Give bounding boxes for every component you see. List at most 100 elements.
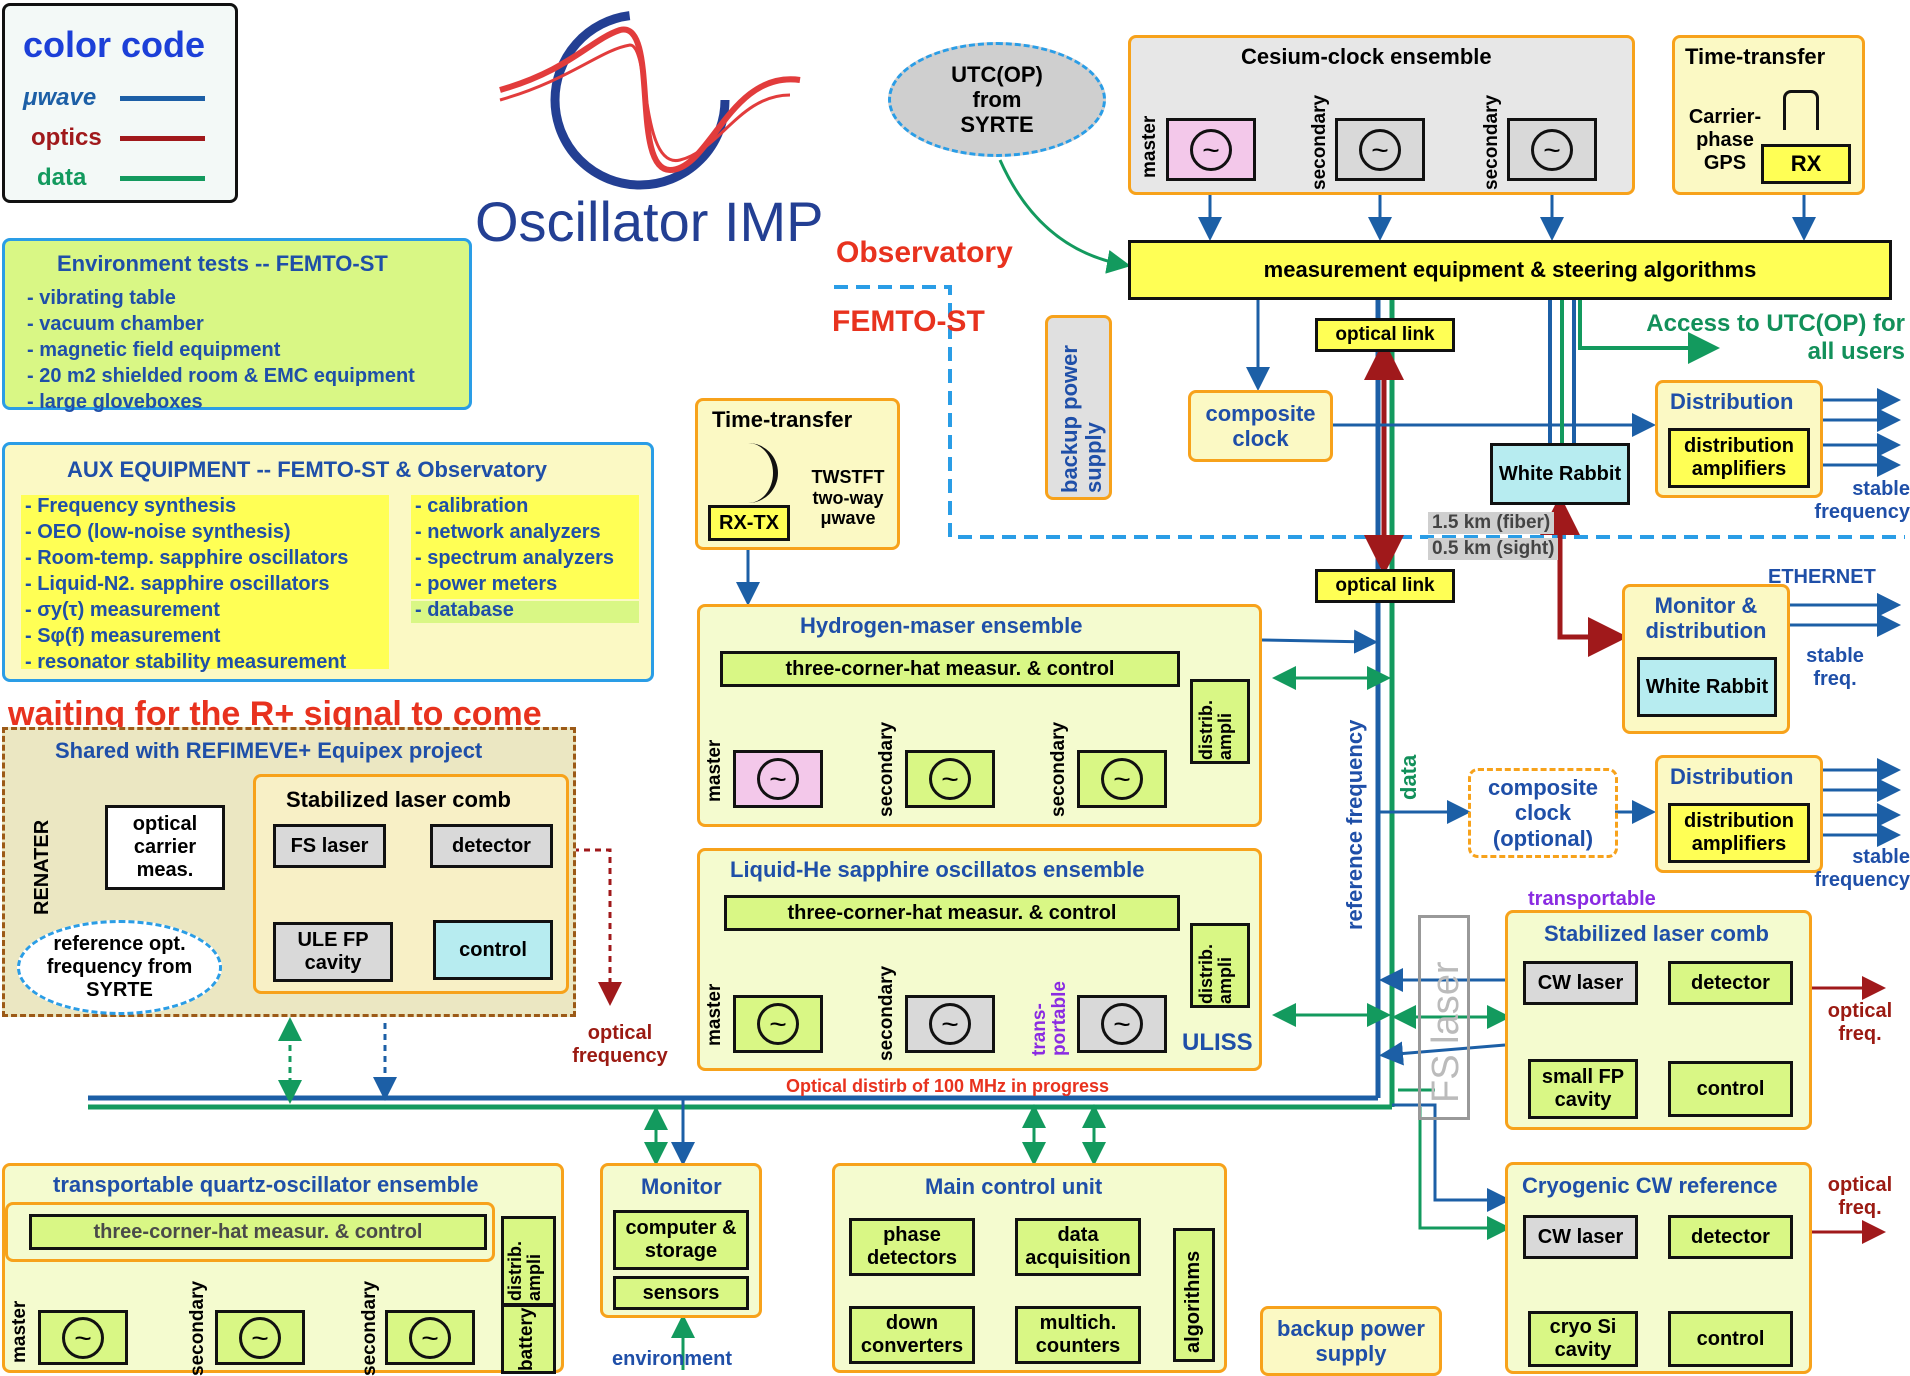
reference-frequency-label: reference frequency [1342, 719, 1367, 930]
gps-title: Time-transfer [1685, 44, 1826, 69]
dist1-stable-frequency: stable frequency [1814, 478, 1910, 523]
cesium-master-oscillator-icon: ~ [1166, 118, 1256, 181]
env-item: - 20 m2 shielded room & EMC equipment [27, 365, 415, 387]
aux-left-item: - Frequency synthesis [25, 495, 237, 517]
quartz-master-oscillator-icon: ~ [38, 1310, 128, 1365]
environment-label: environment [612, 1348, 733, 1370]
optical-distrib-note: Optical distirb of 100 MHz in progress [786, 1076, 1110, 1096]
composite-clock-optional: composite clock (optional) [1468, 768, 1618, 858]
hmaser-master-oscillator-icon: ~ [733, 750, 823, 808]
monitor-panel: Monitor computer & storage sensors [600, 1163, 762, 1318]
fs-laser-box: FS laser [273, 824, 386, 868]
aux-left-item: - Sφ(f) measurement [25, 625, 221, 647]
time-transfer-gps: Time-transfer Carrier- phase GPS RX [1672, 35, 1865, 195]
stabilized-laser-comb-2: Stabilized laser comb CW laser detector … [1505, 910, 1812, 1130]
cesium-secondary-oscillator-icon: ~ [1335, 118, 1425, 181]
uliss-label: ULISS [1182, 1029, 1253, 1056]
dist1-amplifiers: distribution amplifiers [1668, 428, 1810, 488]
comb2-cw-laser: CW laser [1523, 961, 1638, 1005]
legend-line-uwave [120, 96, 205, 101]
backup-power-label: backup power supply [1057, 345, 1107, 493]
cesium-label-secondary: secondary [1309, 94, 1330, 190]
comb2-title: Stabilized laser comb [1544, 921, 1769, 946]
mcu-title: Main control unit [925, 1174, 1103, 1199]
aux-right-item: - power meters [415, 573, 558, 595]
quartz-three-corner-hat: three-corner-hat measur. & control [29, 1214, 487, 1250]
hmaser-three-corner-hat: three-corner-hat measur. & control [720, 651, 1180, 687]
main-control-unit: Main control unit phase detectors data a… [832, 1163, 1227, 1373]
aux-right-list [411, 495, 639, 599]
monitor-dist-title: Monitor & distribution [1645, 593, 1767, 644]
fs-laser-vertical: FS laser [1418, 915, 1470, 1120]
composite-clock: composite clock [1188, 390, 1333, 462]
detector-box: detector [430, 824, 553, 868]
hmaser-secondary-oscillator-icon: ~ [1077, 750, 1167, 808]
waiting-banner: waiting for the R+ signal to come [8, 695, 542, 733]
lhe-label-master: master [704, 983, 725, 1046]
gps-rx: RX [1761, 144, 1851, 184]
hmaser-distrib-ampli: distrib. ampli [1190, 679, 1250, 764]
comb1-title: Stabilized laser comb [286, 787, 511, 812]
env-item: - magnetic field equipment [27, 339, 281, 361]
optical-frequency-label: optical frequency [572, 1022, 668, 1067]
lhe-three-corner-hat: three-corner-hat measur. & control [724, 895, 1180, 931]
lhe-master-oscillator-icon: ~ [733, 995, 823, 1053]
cryogenic-cw-reference: Cryogenic CW reference CW laser detector… [1505, 1162, 1812, 1374]
cesium-label-secondary: secondary [1481, 94, 1502, 190]
hmaser-label-secondary: secondary [1048, 721, 1069, 817]
lhe-transportable-oscillator-icon: ~ [1077, 995, 1167, 1053]
quartz-title: transportable quartz-oscillator ensemble [53, 1172, 479, 1197]
aux-left-item: - Room-temp. sapphire oscillators [25, 547, 349, 569]
aux-left-list [21, 495, 389, 669]
lhe-distrib-ampli: distrib. ampli [1190, 923, 1250, 1008]
ethernet-label: ETHERNET [1768, 566, 1876, 588]
env-title: Environment tests -- FEMTO-ST [57, 251, 388, 276]
optical-link-top: optical link [1315, 318, 1455, 352]
refimeve-title: Shared with REFIMEVE+ Equipex project [55, 738, 483, 763]
distribution-2: Distribution distribution amplifiers [1655, 755, 1823, 873]
logo-text: Oscillator IMP [475, 190, 824, 253]
cryo-detector: detector [1668, 1215, 1793, 1259]
monitor-distribution: Monitor & distribution White Rabbit [1622, 584, 1790, 734]
backup-power-supply-vertical: backup power supply [1045, 315, 1112, 500]
measurement-equipment-bar: measurement equipment & steering algorit… [1128, 240, 1892, 300]
hmaser-title: Hydrogen-maser ensemble [800, 613, 1083, 638]
legend-label-uwave: μwave [23, 84, 97, 111]
aux-left-item: - OEO (low-noise synthesis) [25, 521, 291, 543]
renater-label: RENATER [31, 819, 53, 915]
quartz-battery: battery [501, 1304, 556, 1374]
mcu-down-converters: down converters [849, 1306, 975, 1364]
observatory-label: Observatory [836, 236, 1013, 269]
quartz-secondary-oscillator-icon: ~ [215, 1310, 305, 1365]
cryo-optical-freq: optical freq. [1827, 1174, 1893, 1219]
lhe-title: Liquid-He sapphire oscillatos ensemble [730, 857, 1145, 882]
satellite-dish-icon [738, 443, 778, 503]
quartz-secondary-oscillator-icon: ~ [385, 1310, 475, 1365]
comb2-small-fp-cavity: small FP cavity [1528, 1059, 1638, 1119]
monitor-white-rabbit: White Rabbit [1637, 657, 1777, 717]
aux-left-item: - σy(τ) measurement [25, 599, 220, 621]
quartz-label-secondary: secondary [187, 1280, 208, 1376]
hmaser-secondary-oscillator-icon: ~ [905, 750, 995, 808]
oscillator-imp-logo: Oscillator IMP [475, 0, 830, 260]
comb2-control: control [1668, 1061, 1793, 1117]
comb2-detector: detector [1668, 961, 1793, 1005]
env-item: - vacuum chamber [27, 313, 204, 335]
monitor-stable-freq: stable freq. [1806, 645, 1864, 690]
comb2-optical-freq: optical freq. [1827, 1000, 1893, 1045]
hmaser-label-master: master [704, 739, 725, 802]
monitor-sensors: sensors [613, 1276, 749, 1310]
monitor-title: Monitor [641, 1174, 722, 1199]
white-rabbit-top: White Rabbit [1490, 443, 1630, 505]
cryo-cw-laser: CW laser [1523, 1215, 1638, 1259]
legend-line-data [120, 176, 205, 181]
dist1-title: Distribution [1670, 389, 1794, 414]
antenna-icon [1783, 90, 1819, 130]
cesium-title: Cesium-clock ensemble [1241, 44, 1492, 69]
transportable-label: transportable [1528, 888, 1656, 910]
access-utc-label: Access to UTC(OP) for all users [1646, 310, 1905, 365]
color-legend: color code μwave optics data [2, 3, 238, 203]
dist2-stable-frequency: stable frequency [1814, 846, 1910, 891]
distance-fiber: 1.5 km (fiber) [1428, 512, 1555, 534]
distribution-1: Distribution distribution amplifiers [1655, 380, 1823, 498]
